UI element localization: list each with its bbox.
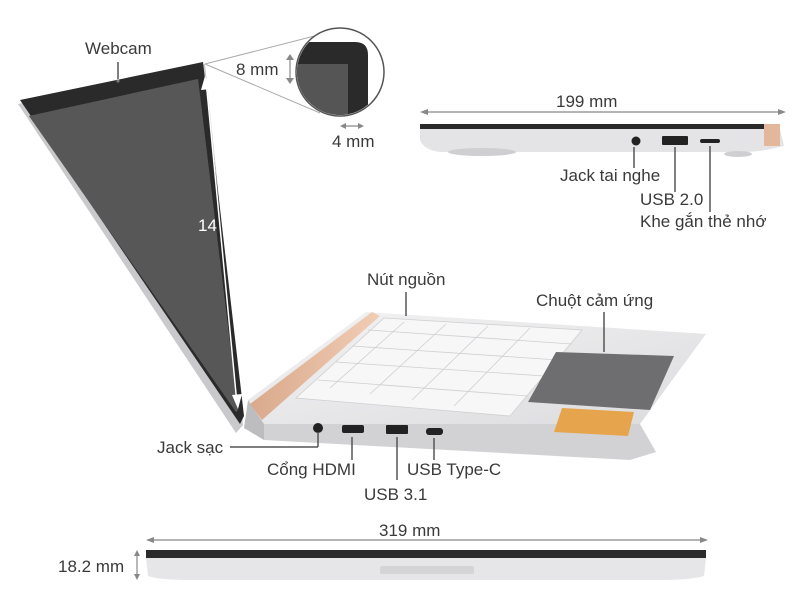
label-bezel-top: 8 mm (236, 60, 279, 79)
front-view (134, 537, 708, 580)
laptop-lid (18, 62, 244, 433)
label-power-button: Nút nguồn (367, 270, 446, 289)
headphone-port (631, 136, 641, 146)
card-slot-port (700, 139, 720, 143)
hinge-accent (250, 312, 380, 420)
callout-lines (117, 62, 605, 480)
hdmi-port (342, 425, 364, 433)
label-screen-size: 14 ″ (198, 216, 228, 235)
label-charging-jack: Jack sạc (157, 438, 224, 457)
label-usb31: USB 3.1 (364, 485, 428, 504)
usbc-port (426, 428, 443, 435)
label-card-slot: Khe gắn thẻ nhớ (640, 212, 767, 231)
label-usb20: USB 2.0 (640, 190, 704, 209)
side-view (420, 109, 786, 212)
touchpad-surface (528, 352, 674, 410)
label-webcam: Webcam (85, 39, 152, 58)
bezel-zoom (204, 27, 385, 129)
side-hinge-accent (764, 124, 780, 146)
label-touchpad: Chuột cảm ứng (536, 291, 654, 310)
diagonal-arrow (201, 76, 242, 409)
label-depth: 199 mm (556, 92, 618, 111)
laptop-base (244, 312, 706, 460)
label-thickness: 18.2 mm (58, 557, 125, 576)
label-bezel-side: 4 mm (332, 132, 375, 151)
keyboard (317, 321, 573, 407)
usb20-port (662, 136, 688, 145)
label-width: 319 mm (379, 521, 441, 540)
label-hdmi: Cổng HDMI (267, 460, 356, 479)
charging-port (313, 423, 323, 433)
usb31-port (386, 425, 408, 434)
webcam-dot (116, 79, 120, 83)
label-headphone-jack: Jack tai nghe (560, 166, 661, 185)
label-usbc: USB Type-C (407, 460, 502, 479)
